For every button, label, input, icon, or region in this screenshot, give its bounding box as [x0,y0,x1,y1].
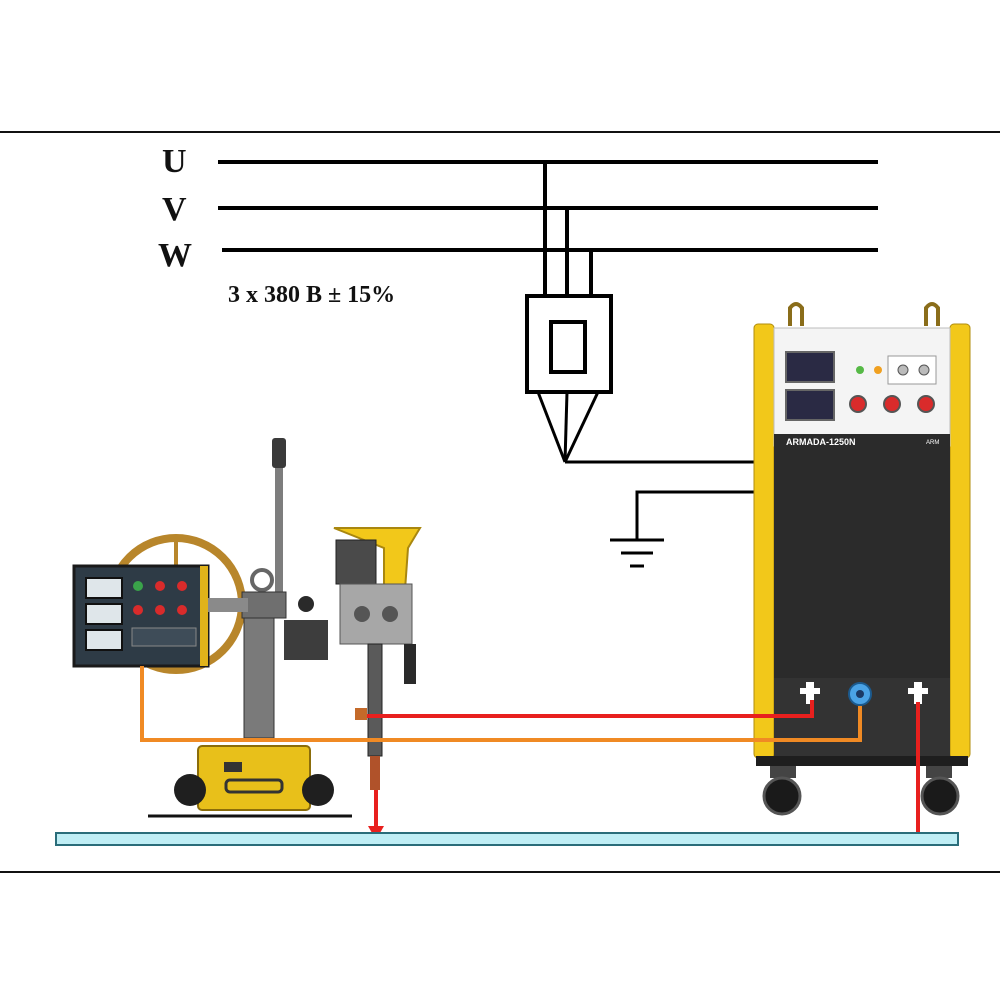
adjust-handwheel [298,596,314,612]
mast-ring [250,568,274,592]
carriage-knob [224,762,242,772]
model-label: ARMADA-1250N [786,437,856,447]
circuit-breaker [525,162,760,464]
controller-yellow-strip [200,566,208,666]
control-cable [140,666,862,742]
mast-handle [272,438,286,468]
controller-button-green [133,581,143,591]
lifting-eye-left [788,302,804,326]
controller-button-red-5 [177,605,187,615]
feed-roll-1 [354,606,370,622]
tractor-mast [275,440,283,600]
cabinet-base [756,756,968,766]
torch-tip [370,756,380,790]
phase-label-v: V [162,191,187,228]
cabinet-rail-right [949,323,971,759]
indicator-lamp-amber [874,366,882,374]
adjust-knob-2 [883,395,901,413]
caster-bracket-right [926,766,952,778]
workpiece-plate [55,832,959,846]
controller-button-red-2 [177,581,187,591]
feed-lever [404,644,416,684]
breaker-output-left [536,391,567,463]
tractor-carriage [197,745,311,811]
adjust-block [284,620,328,660]
cabinet-rail-left [753,323,775,759]
phase-label-w: W [158,237,192,274]
breaker-output-right [563,391,600,463]
caster-wheel-right [920,776,960,816]
ground-lead [635,490,760,540]
control-socket-pin [856,690,864,698]
controller-switch-row [131,627,197,647]
mode-switch-2 [918,364,930,376]
voltage-display [785,389,835,421]
wire-feed-gearbox [339,583,413,645]
controller-button-red-4 [155,605,165,615]
mast-clamp [241,591,287,619]
carriage-wheel-right [302,774,334,806]
three-phase-supply: U V W 3 x 380 B ± 15% [158,143,878,308]
controller-display-1 [85,577,123,599]
connection-cables [140,666,920,846]
negative-terminal-icon [908,682,928,704]
wire-feed-motor [335,539,377,585]
welding-power-source: ARMADA-1250N ARM [753,302,971,816]
controller-display-2 [85,603,123,625]
controller-button-red-3 [133,605,143,615]
caster-wheel-left [762,776,802,816]
indicator-lamp-green [856,366,864,374]
adjust-knob-1 [849,395,867,413]
adjust-knob-3 [917,395,935,413]
model-strip [774,434,950,448]
cross-arm [208,598,248,612]
caster-bracket-left [770,766,796,778]
positive-terminal-icon [800,682,820,704]
controller-display-3 [85,629,123,651]
welding-tractor [72,438,422,818]
torch-welding-cable [367,700,814,718]
ground-symbol [610,490,760,568]
carriage-wheel-left [174,774,206,806]
breaker-output-mid [563,391,569,463]
torch-cable-lug [355,708,367,720]
controller-button-red-1 [155,581,165,591]
breaker-window [549,320,587,374]
current-display [785,351,835,383]
supply-voltage-label: 3 x 380 B ± 15% [228,282,395,308]
lifting-eye-right [924,302,940,326]
control-panel [773,327,951,447]
carriage-handle [224,778,284,794]
mode-switch [897,364,909,376]
slide-column [243,617,275,739]
phase-label-u: U [162,143,187,180]
feed-roll-2 [382,606,398,622]
brand-badge: ARM [926,440,939,446]
cabinet-body [774,448,950,678]
